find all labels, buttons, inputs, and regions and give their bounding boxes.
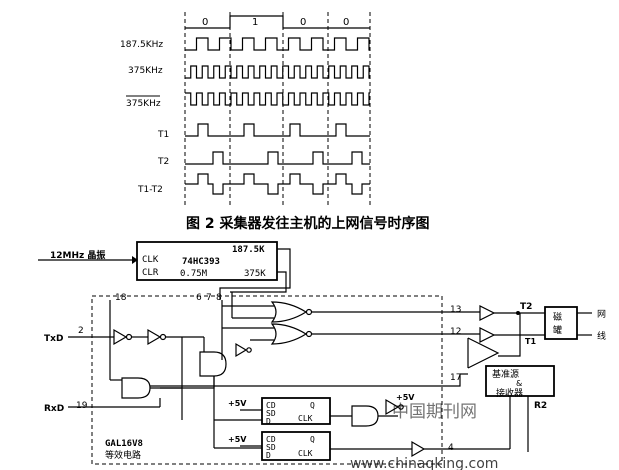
nor-gate-2	[270, 323, 308, 345]
counter-part: 74HC393	[182, 257, 220, 267]
pin-8: 8	[216, 293, 222, 303]
waveform-t1	[185, 123, 370, 137]
pin-19: 19	[76, 401, 88, 411]
receiver-label: 接收器	[496, 387, 523, 399]
and-gate-left	[121, 377, 151, 399]
waveform-375k-bar	[185, 92, 370, 106]
waveform-187k	[185, 37, 370, 51]
pin-17: 17	[450, 373, 461, 383]
magnetic-ring	[544, 306, 578, 340]
watermark-url: www.chinaqking.com	[350, 456, 498, 470]
inverter-5	[411, 440, 426, 458]
counter-74hc393	[136, 241, 278, 281]
figure-caption: 图 2 采集器发往主机的上网信号时序图	[186, 215, 430, 232]
comparator	[467, 337, 500, 369]
gal16v8-boundary	[91, 295, 443, 465]
waveform-t2	[185, 151, 370, 165]
ff1-d: D	[266, 417, 271, 426]
ff1-vcc: +5V	[228, 399, 247, 408]
bit-label-3: 0	[343, 17, 349, 28]
counter-clk: CLK	[142, 255, 159, 265]
waveform-375k	[185, 65, 370, 79]
signal-label-t2: T2	[157, 157, 169, 167]
bit-label-0: 0	[202, 17, 208, 28]
bit-label-2: 0	[300, 17, 306, 28]
ff1-clk: CLK	[298, 414, 313, 423]
gal-label: GAL16V8	[105, 439, 143, 449]
counter-out-375k: 375K	[244, 269, 266, 279]
pin-7: 7	[206, 293, 212, 303]
t1-label: T1	[525, 337, 536, 346]
inverter-1	[113, 328, 128, 346]
ff2-cd: CD	[266, 435, 276, 444]
ff1-q: Q	[310, 401, 315, 410]
ff2-clk: CLK	[298, 449, 313, 458]
crystal-label: 12MHz 晶振	[50, 249, 106, 261]
ref-source-label: 基准源	[492, 368, 519, 380]
ff2-vcc: +5V	[228, 435, 247, 444]
ref-amp-label: &	[516, 379, 522, 388]
signal-label-187k: 187.5KHz	[120, 40, 163, 50]
t2-label: T2	[520, 302, 532, 312]
timing-diagram: 0 1 0 0 187.5KHz 375KHz 375KHz T1 T2 T1-…	[120, 12, 371, 205]
bit-label-1: 1	[252, 17, 258, 28]
ff2-d: D	[266, 451, 271, 460]
inverter-3	[235, 342, 248, 358]
pin-18: 18	[115, 293, 127, 303]
inverter-4	[385, 398, 400, 416]
ff2-sd: SD	[266, 443, 276, 452]
pin-4: 4	[448, 443, 454, 453]
signal-label-375k: 375KHz	[128, 66, 163, 76]
vcc-right: +5V	[396, 393, 415, 402]
rxd-label: RxD	[44, 404, 64, 414]
ff1-cd: CD	[266, 401, 276, 410]
magnetic-ring-char-1: 磁	[553, 311, 562, 323]
ff1-sd: SD	[266, 409, 276, 418]
gal-sub-label: 等效电路	[105, 449, 141, 461]
counter-out-187k: 187.5K	[232, 245, 265, 255]
watermark-cn: 中国期刊网	[392, 402, 477, 422]
ff2-q: Q	[310, 435, 315, 444]
net-label: 网	[597, 309, 606, 320]
inverter-2	[147, 328, 162, 346]
signal-label-t1-t2: T1-T2	[137, 185, 163, 195]
circuit-diagram: 12MHz 晶振 CLK CLR 74HC393 187.5K 0.75M 37…	[38, 241, 606, 465]
pin-2: 2	[78, 326, 84, 336]
signal-label-375k-bar: 375KHz	[126, 99, 161, 109]
magnetic-ring-char-2: 罐	[553, 324, 562, 336]
buffer-t2	[479, 305, 496, 321]
line-label: 线	[597, 330, 606, 342]
pin-12: 12	[450, 327, 461, 337]
counter-clr: CLR	[142, 268, 159, 278]
counter-out-075m: 0.75M	[180, 269, 208, 279]
waveform-t1-t2	[185, 173, 370, 195]
and-gate-mid	[199, 351, 227, 377]
pin-6: 6	[196, 293, 202, 303]
r2-label: R2	[534, 401, 547, 411]
nor-gate-1	[270, 301, 308, 323]
reference-receiver-box	[485, 365, 555, 397]
flip-flop-1	[261, 397, 331, 425]
buffer-t1	[479, 327, 496, 343]
signal-label-t1: T1	[157, 130, 169, 140]
txd-label: TxD	[44, 334, 63, 344]
and-gate-right	[351, 405, 379, 427]
pin-13: 13	[450, 305, 461, 315]
